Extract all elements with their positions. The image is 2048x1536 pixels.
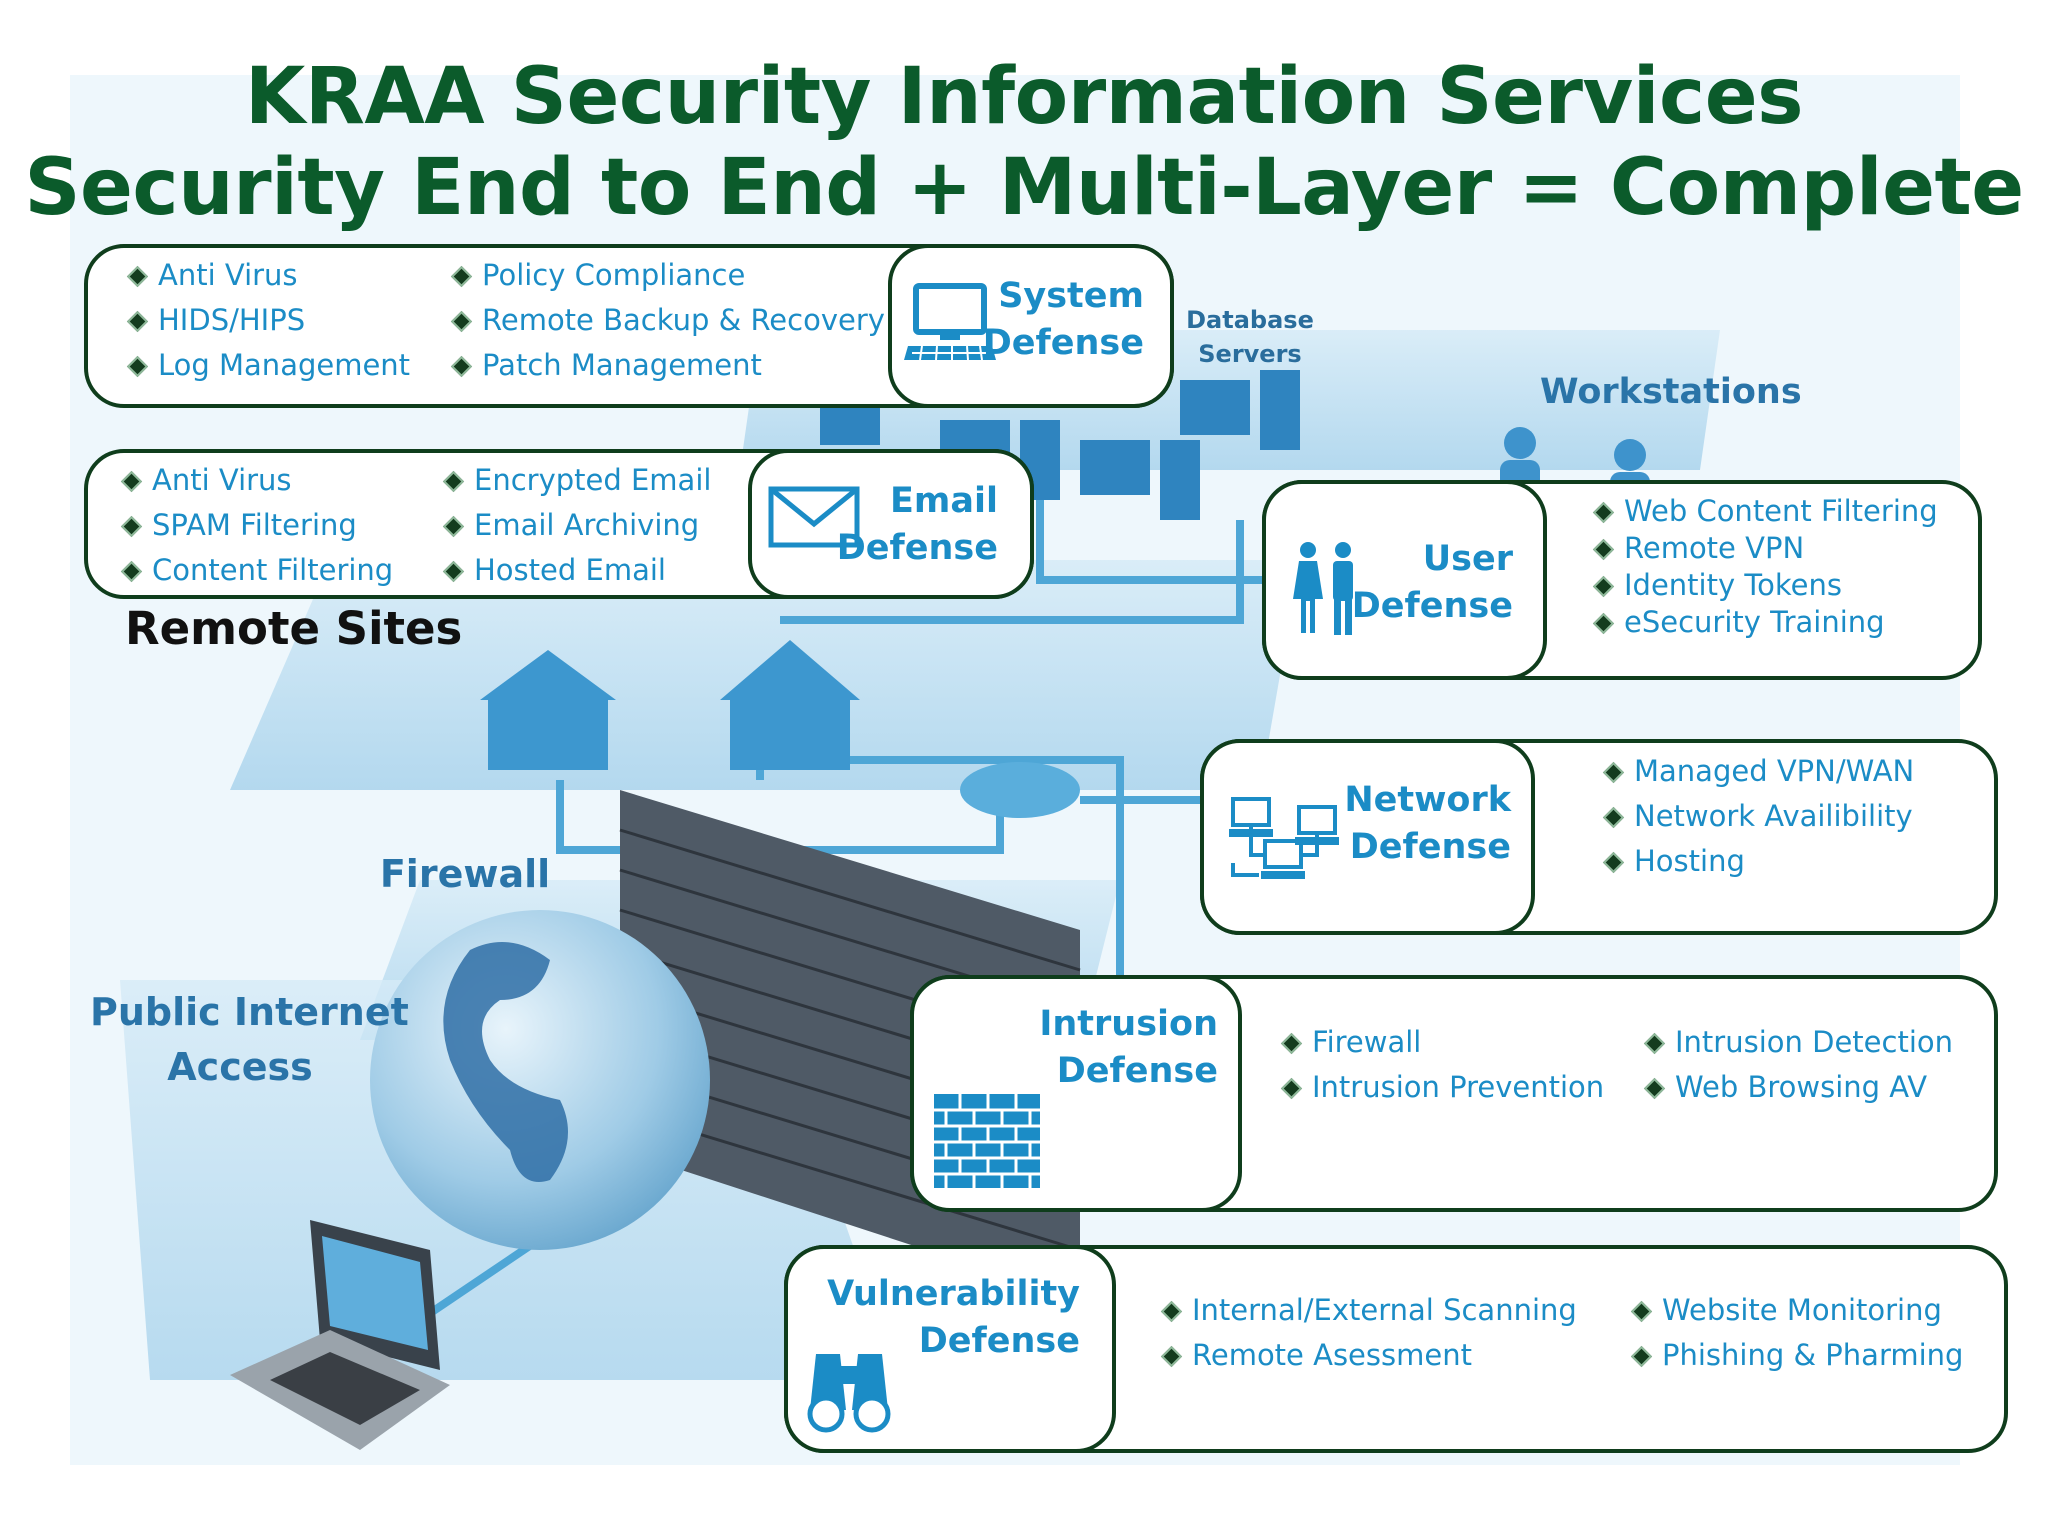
list-item: Identity Tokens (1590, 567, 1938, 604)
vulnerability-defense-tag: Vulnerability Defense (784, 1245, 1116, 1453)
list-item: Log Management (124, 343, 410, 388)
system-defense-tag: System Defense (888, 244, 1174, 408)
vulnerability-defense-title: Vulnerability Defense (827, 1274, 1080, 1361)
intrusion-defense-tag: Intrusion Defense (910, 975, 1242, 1212)
user-defense-title: User Defense (1351, 539, 1513, 626)
laptop (230, 1220, 450, 1450)
page-subtitle: Security End to End + Multi-Layer = Comp… (24, 143, 2024, 233)
list-item: Content Filtering (118, 548, 393, 593)
intrusion-defense-title: Intrusion Defense (1039, 1004, 1218, 1091)
page-title: KRAA Security Information Services (244, 52, 1804, 142)
list-item: Intrusion Prevention (1278, 1065, 1604, 1110)
list-item: Phishing & Pharming (1628, 1333, 1963, 1378)
email-defense-items-col1: Anti Virus SPAM Filtering Content Filter… (118, 458, 393, 593)
system-defense-items-col2: Policy Compliance Remote Backup & Recove… (448, 253, 885, 388)
email-defense-tag: Email Defense (748, 449, 1034, 599)
list-item: Policy Compliance (448, 253, 885, 298)
user-defense-tag: User Defense (1262, 480, 1547, 680)
list-item: Remote VPN (1590, 530, 1938, 567)
email-defense-title: Email Defense (836, 481, 998, 568)
list-item: Encrypted Email (440, 458, 711, 503)
intrusion-defense-items-col1: Firewall Intrusion Prevention (1278, 1020, 1604, 1110)
list-item: Network Availibility (1600, 794, 1914, 839)
users-icon (1293, 542, 1353, 635)
list-item: Web Content Filtering (1590, 493, 1938, 530)
vulnerability-defense-items-col2: Website Monitoring Phishing & Pharming (1628, 1288, 1963, 1378)
list-item: Anti Virus (118, 458, 393, 503)
list-item: Remote Backup & Recovery (448, 298, 885, 343)
house-icons (480, 640, 860, 770)
list-item: Patch Management (448, 343, 885, 388)
envelope-icon (768, 486, 860, 548)
globe-continents (443, 942, 568, 1182)
network-defense-tag: Network Defense (1200, 739, 1535, 935)
list-item: Internal/External Scanning (1158, 1288, 1577, 1333)
email-defense-items-col2: Encrypted Email Email Archiving Hosted E… (440, 458, 711, 593)
network-defense-items: Managed VPN/WAN Network Availibility Hos… (1600, 749, 1914, 884)
router-disc (960, 762, 1080, 818)
list-item: Hosting (1600, 839, 1914, 884)
list-item: eSecurity Training (1590, 604, 1938, 641)
list-item: Website Monitoring (1628, 1288, 1963, 1333)
public-internet-label: Public Internet Access (90, 990, 409, 1089)
list-item: SPAM Filtering (118, 503, 393, 548)
network-computers-icon (1229, 797, 1339, 879)
computer-icon (904, 283, 996, 361)
list-item: Anti Virus (124, 253, 410, 298)
list-item: Web Browsing AV (1641, 1065, 1953, 1110)
workstations-label: Workstations (1540, 372, 1802, 412)
binoculars-icon (807, 1354, 891, 1433)
list-item: Managed VPN/WAN (1600, 749, 1914, 794)
system-defense-title: System Defense (982, 276, 1144, 363)
list-item: Intrusion Detection (1641, 1020, 1953, 1065)
remote-sites-label: Remote Sites (125, 602, 463, 655)
list-item: HIDS/HIPS (124, 298, 410, 343)
network-defense-title: Network Defense (1344, 780, 1511, 867)
intrusion-defense-items-col2: Intrusion Detection Web Browsing AV (1641, 1020, 1953, 1110)
list-item: Hosted Email (440, 548, 711, 593)
list-item: Firewall (1278, 1020, 1604, 1065)
user-defense-items: Web Content Filtering Remote VPN Identit… (1590, 493, 1938, 641)
vulnerability-defense-items-col1: Internal/External Scanning Remote Asessm… (1158, 1288, 1577, 1378)
firewall-label: Firewall (379, 852, 551, 896)
system-defense-items-col1: Anti Virus HIDS/HIPS Log Management (124, 253, 410, 388)
list-item: Email Archiving (440, 503, 711, 548)
list-item: Remote Asessment (1158, 1333, 1577, 1378)
brick-wall-icon (934, 1094, 1040, 1188)
database-servers-label: Database Servers (1186, 306, 1314, 368)
